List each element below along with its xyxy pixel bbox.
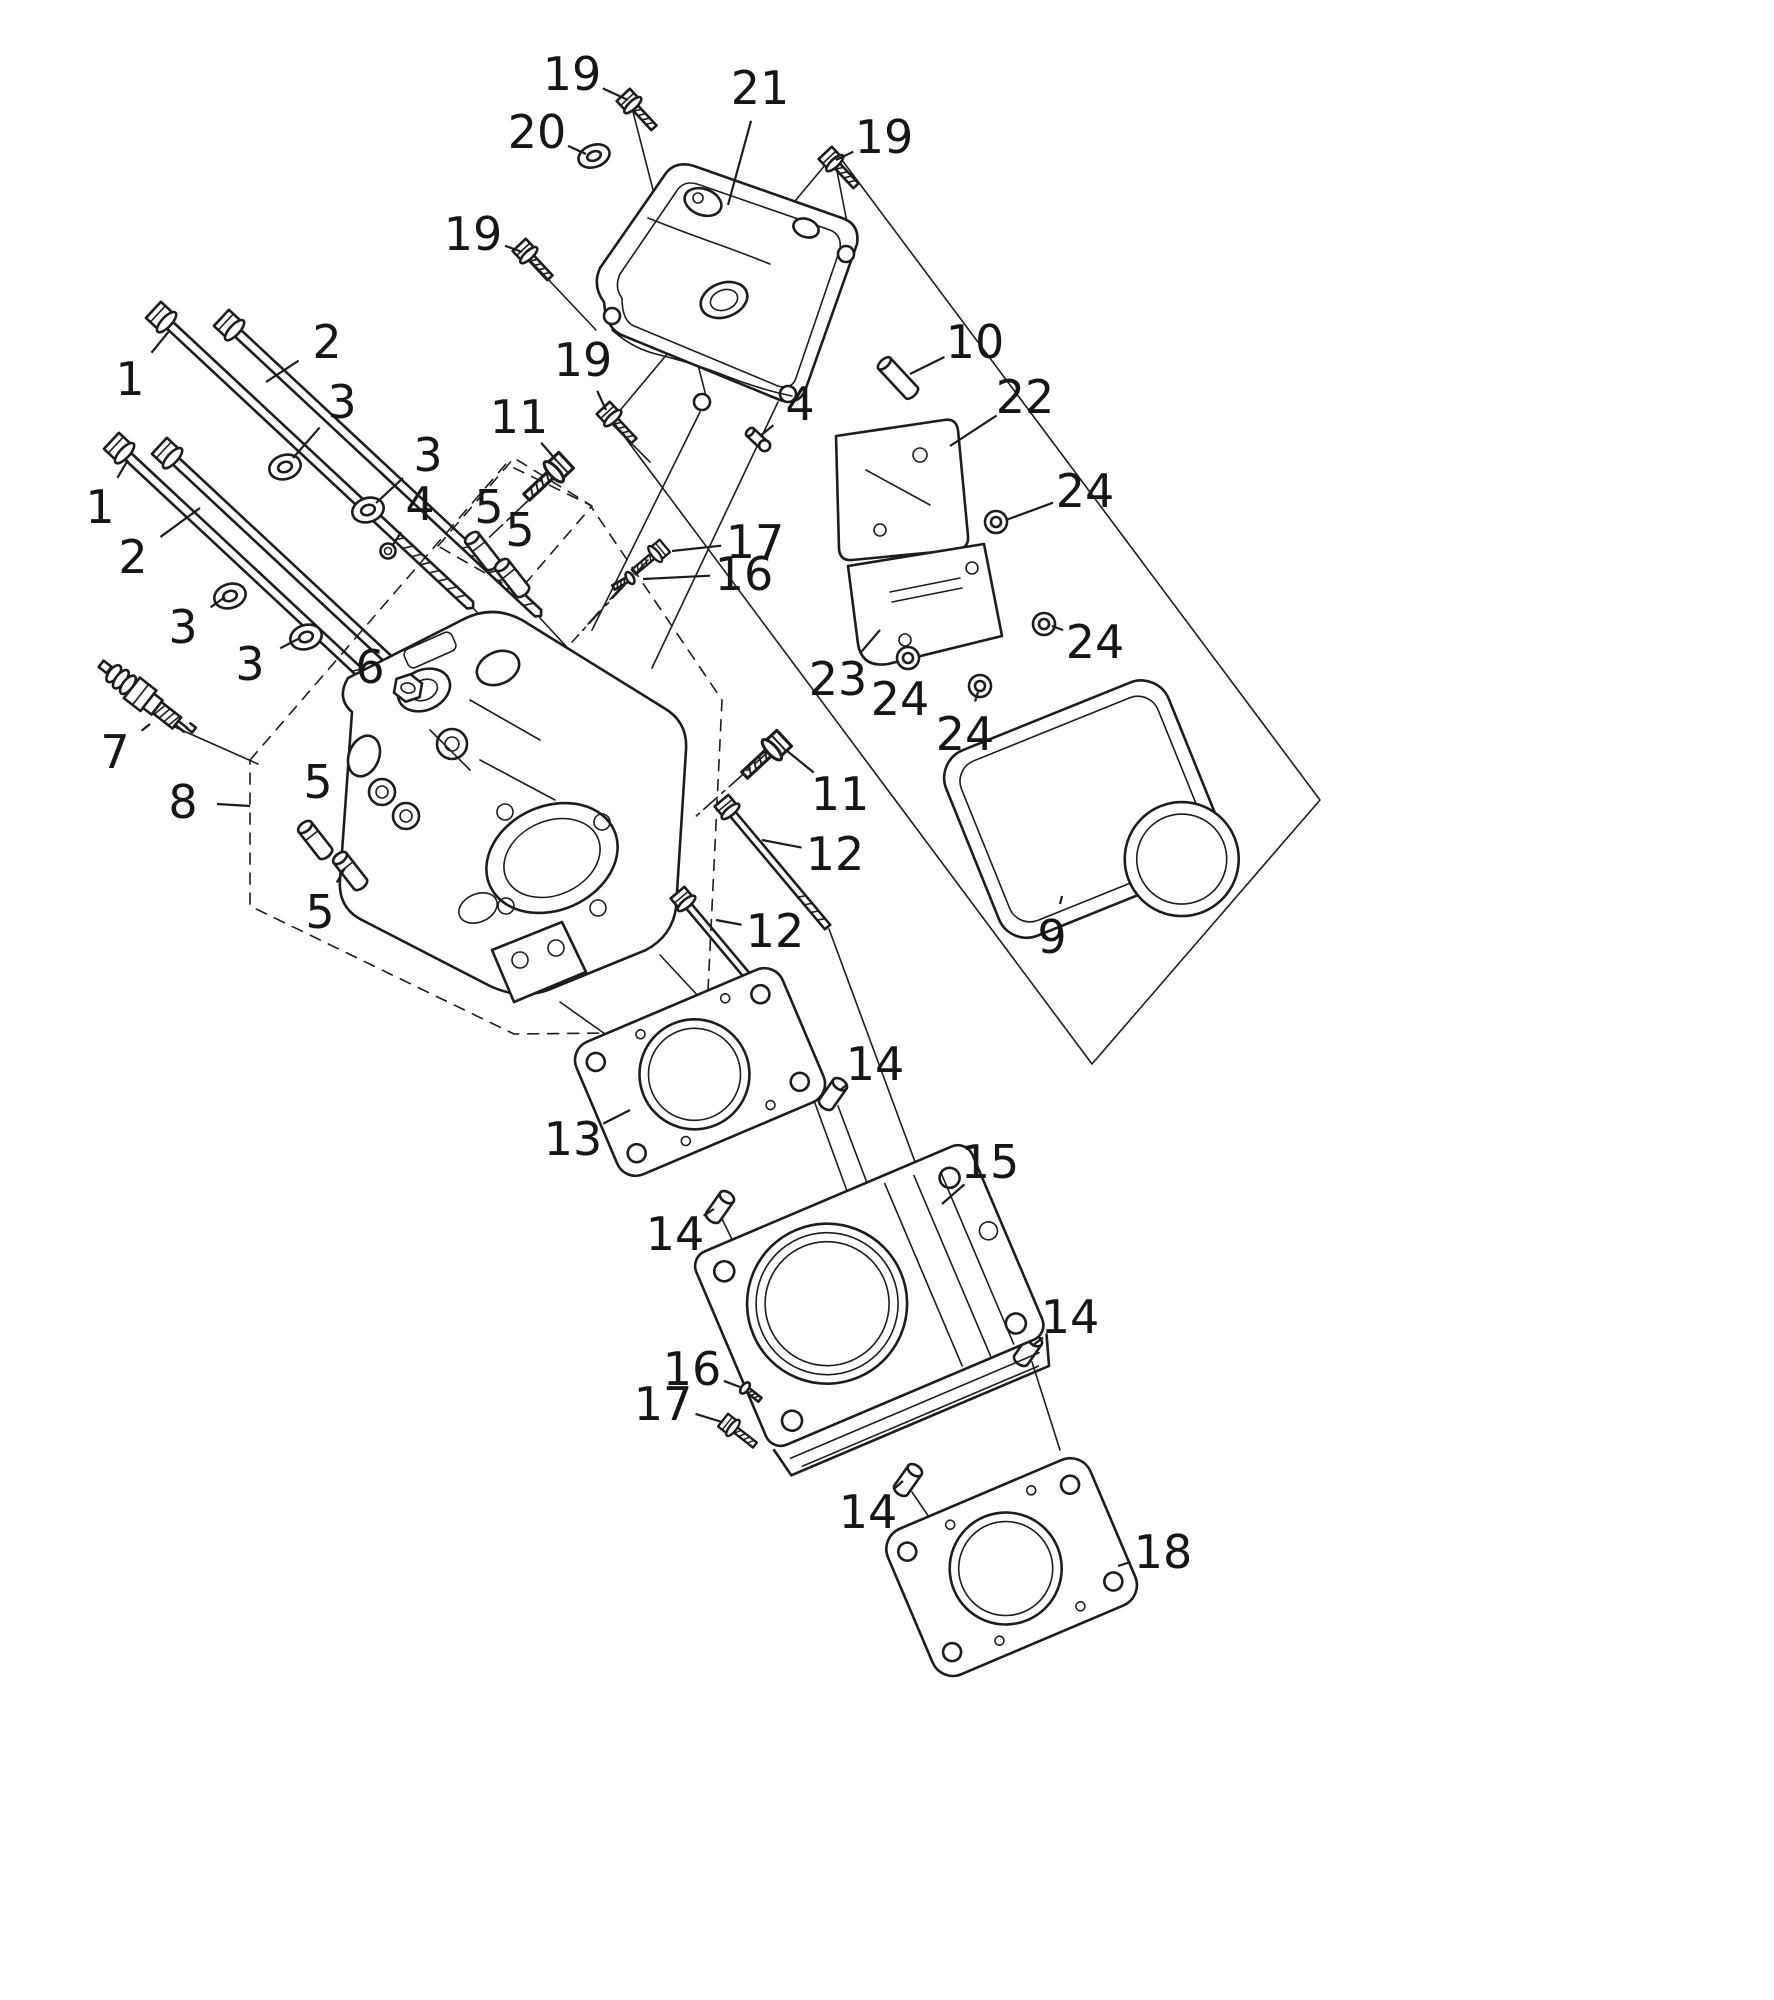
callout-label: 22	[995, 370, 1055, 424]
spark-plug	[97, 659, 198, 734]
callout-label: 24	[1065, 615, 1125, 669]
callout-label: 8	[168, 775, 198, 829]
callout-label: 7	[100, 725, 130, 779]
callout-label: 24	[1055, 464, 1115, 518]
bolt-11a	[516, 449, 577, 509]
plate-22	[834, 418, 970, 562]
washer-3c	[209, 578, 251, 614]
grommet-24d	[967, 673, 993, 699]
head-gasket-13	[573, 966, 827, 1178]
callout-label: 19	[443, 207, 503, 261]
callout-label: 5	[474, 480, 504, 534]
callout-label: 16	[662, 1342, 722, 1396]
valve-guide-5c	[294, 817, 336, 863]
washer-3b	[347, 492, 389, 528]
callout-label: 3	[327, 375, 357, 429]
callout-label: 3	[235, 637, 265, 691]
callout-label: 17	[725, 515, 785, 569]
grommet-24b	[1031, 611, 1057, 637]
callout-label: 9	[1037, 910, 1067, 964]
callout-label: 17	[633, 1377, 693, 1431]
callout-label: 14	[845, 1037, 905, 1091]
cover-bolt-19c	[509, 236, 560, 287]
callout-label: 15	[960, 1135, 1020, 1189]
callout-label: 20	[507, 105, 567, 159]
grommet-20	[577, 143, 611, 169]
cylinder-block	[693, 1143, 1051, 1477]
callout-label: 14	[645, 1207, 705, 1261]
dome-nut-4a	[379, 542, 397, 560]
cover-gasket-9	[942, 679, 1241, 939]
callout-label: 2	[118, 530, 148, 584]
callout-label: 3	[168, 600, 198, 654]
base-gasket-18	[885, 1456, 1139, 1678]
callout-label: 1	[85, 480, 115, 534]
dowel-bolt-10	[876, 355, 920, 401]
callout-label: 4	[405, 477, 435, 531]
cover-bolt-19d	[593, 399, 644, 450]
callout-label: 5	[305, 885, 335, 939]
callout-label: 10	[945, 315, 1005, 369]
callout-label: 23	[808, 652, 868, 706]
callout-label: 19	[553, 333, 613, 387]
washer-3a	[264, 449, 306, 485]
callout-label: 11	[489, 390, 549, 444]
callout-label: 11	[810, 767, 870, 821]
bolt-11b	[734, 727, 795, 787]
callout-label: 4	[785, 377, 815, 431]
dowel-14b	[702, 1187, 738, 1227]
callout-label: 5	[505, 503, 535, 557]
plate-23	[846, 542, 1004, 666]
valve-guide-5b	[491, 555, 533, 601]
cover-bolt-19a	[613, 86, 664, 137]
callout-label: 24	[935, 707, 995, 761]
callout-label: 13	[543, 1112, 603, 1166]
nut-6	[392, 672, 424, 704]
callout-label: 14	[838, 1485, 898, 1539]
callout-label: 12	[805, 827, 865, 881]
callout-label: 21	[730, 61, 790, 115]
grommet-24c	[895, 645, 921, 671]
callout-label: 14	[1040, 1290, 1100, 1344]
callout-label: 1	[115, 352, 145, 406]
callout-label: 19	[542, 47, 602, 101]
cylinder-head	[338, 610, 688, 1004]
washer-3d	[285, 619, 327, 655]
screw-16a	[608, 569, 638, 595]
callout-label: 5	[303, 755, 333, 809]
head-assembly-dashed-outline	[249, 457, 723, 1035]
callout-label: 16	[714, 547, 774, 601]
callout-label: 2	[312, 315, 342, 369]
callout-label: 19	[854, 110, 914, 164]
callout-label: 3	[413, 428, 443, 482]
callout-label: 6	[355, 640, 385, 694]
callout-label: 12	[745, 904, 805, 958]
grommet-24a	[983, 509, 1009, 535]
callout-label: 18	[1133, 1525, 1193, 1579]
stud-4b	[744, 426, 772, 453]
callout-label: 24	[870, 672, 930, 726]
bolt-17b	[715, 1411, 763, 1455]
valve-cover	[595, 163, 859, 412]
